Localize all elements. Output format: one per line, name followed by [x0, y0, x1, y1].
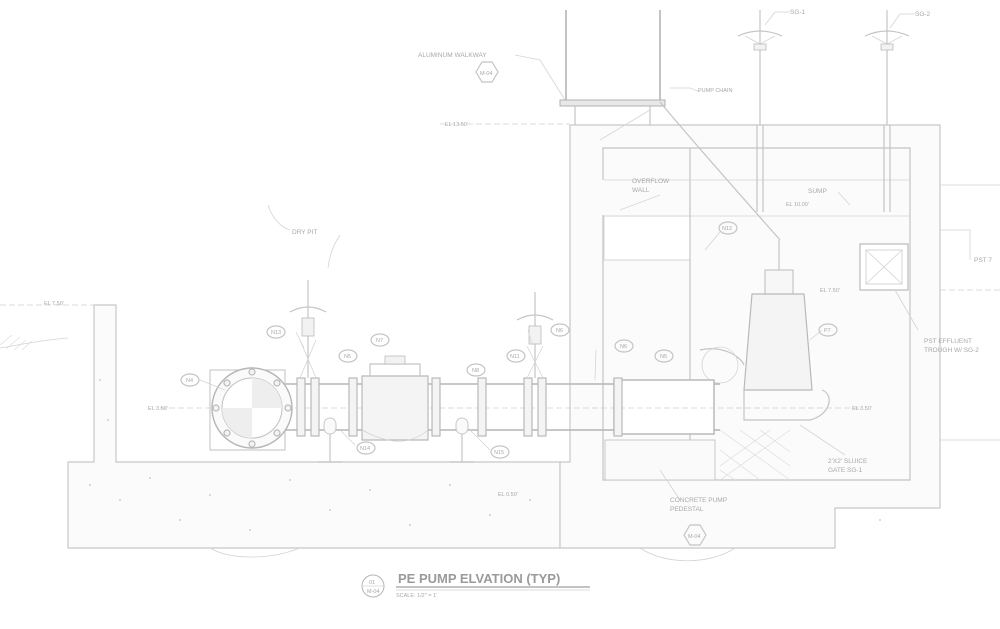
- pipe-flanges: [296, 377, 623, 437]
- tag-n13: N13: [271, 330, 281, 336]
- label-pump-chain: PUMP CHAIN: [698, 88, 732, 94]
- pump-chain: [659, 101, 781, 241]
- tag-n7: N7: [376, 338, 383, 344]
- label-sg2: SG-2: [915, 11, 931, 18]
- detail-sheet-ref: M-04: [367, 589, 380, 595]
- tag-n14: N14: [360, 446, 370, 452]
- valve-2-operator: [516, 292, 554, 379]
- tag-n4: N4: [186, 378, 193, 384]
- tag-p7: P7: [824, 328, 831, 334]
- suction-header-flange: [209, 367, 293, 451]
- pipe-supports: [318, 417, 474, 463]
- label-overflow-2: WALL: [632, 187, 650, 194]
- drawing-labels: ALUMINUM WALKWAY PUMP CHAIN SG-1 SG-2 OV…: [44, 9, 992, 513]
- label-pedestal-1: CONCRETE PUMP: [670, 497, 727, 504]
- drawing-scale: SCALE: 1/2" = 1': [396, 593, 437, 599]
- tag-n5: N5: [344, 354, 351, 360]
- detail-number: 01: [369, 580, 375, 586]
- elev-pipe-right: EL 3.50': [852, 406, 872, 412]
- label-aluminum-walkway: ALUMINUM WALKWAY: [418, 52, 487, 59]
- submersible-pump: [699, 240, 830, 421]
- pst-effluent-box: [859, 243, 909, 291]
- check-valve: [361, 355, 429, 442]
- label-pedestal-2: PEDESTAL: [670, 506, 704, 513]
- label-sump: SUMP: [808, 188, 827, 195]
- hex-tag-pedestal: M-04: [688, 534, 701, 540]
- aluminum-walkway: [559, 10, 666, 141]
- elev-pump: EL 7.50': [820, 288, 840, 294]
- concrete-pump-pedestal: [604, 429, 791, 481]
- label-pst-effluent-2: TROUGH W/ SG-2: [924, 347, 979, 354]
- hex-tag-walkway: M-04: [480, 71, 493, 77]
- label-sluice-1: 2'X2' SLUICE: [828, 458, 868, 465]
- tag-n8: N8: [472, 368, 479, 374]
- label-overflow-1: OVERFLOW: [632, 178, 670, 185]
- elev-top: EL 13.50': [445, 122, 468, 128]
- pipe-run: [160, 379, 860, 435]
- label-pst-partial: PST 7: [974, 257, 992, 264]
- label-sg1: SG-1: [790, 9, 806, 16]
- tag-n6b: N6: [620, 344, 627, 350]
- sg2-operator: [864, 10, 910, 125]
- label-sluice-2: GATE SG-1: [828, 467, 863, 474]
- tag-n12: N12: [722, 226, 732, 232]
- drawing-title-block: 01 M-04 PE PUMP ELVATION (TYP) SCALE: 1/…: [361, 571, 590, 599]
- sg1-operator: [737, 10, 783, 125]
- elev-sump: EL 10.00': [786, 202, 809, 208]
- drawing-title: PE PUMP ELVATION (TYP): [398, 571, 560, 586]
- elev-left: EL 7.50': [44, 301, 64, 307]
- tag-bubbles: N4 N13 N5 N7 N8 N11 N6 N6 N5 N12 P7 N14 …: [180, 61, 838, 546]
- tag-n6: N6: [556, 328, 563, 334]
- label-dry-pit: DRY PIT: [292, 229, 317, 236]
- elev-pipe-left: EL 3.50': [148, 406, 168, 412]
- tag-n11: N11: [510, 354, 520, 360]
- elev-floor: EL 0.50': [498, 492, 518, 498]
- label-pst-effluent-1: PST EFFLUENT: [924, 338, 972, 345]
- leader-lines: [199, 11, 919, 501]
- tag-n5b: N5: [660, 354, 667, 360]
- tag-n15: N15: [494, 450, 504, 456]
- valve-1-operator: [289, 280, 327, 379]
